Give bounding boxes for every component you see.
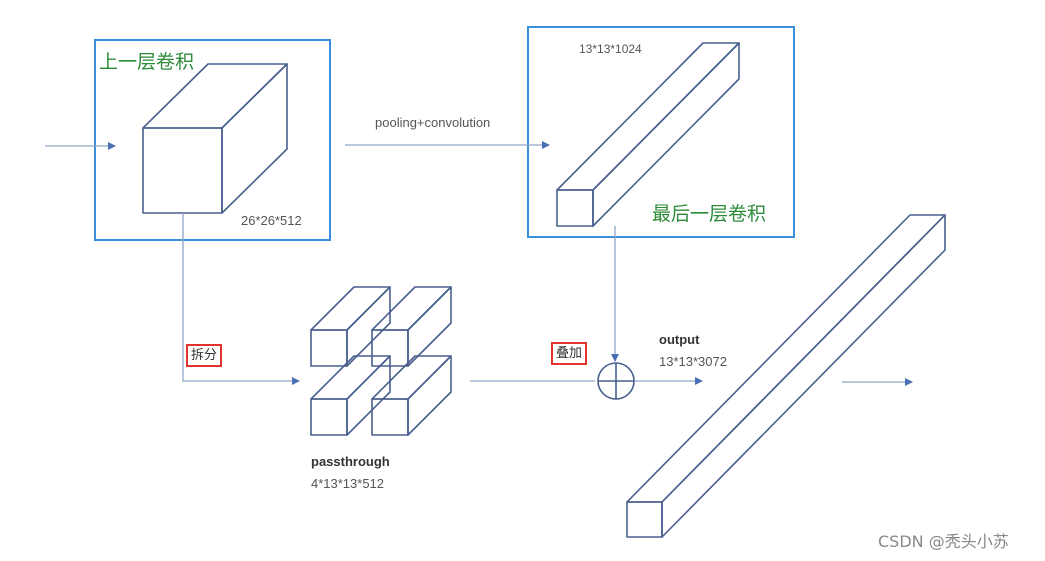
- passthrough-block-tr: [371, 286, 452, 367]
- pool-conv-label: pooling+convolution: [375, 115, 491, 130]
- prev-conv-frame: [94, 39, 331, 241]
- output-title: output: [659, 332, 700, 347]
- output-prism: [626, 214, 946, 538]
- prev-conv-title: 上一层卷积: [99, 51, 195, 73]
- prev-conv-cube: [142, 63, 288, 214]
- split-label: 拆分: [186, 344, 223, 367]
- output-dims: 13*13*3072: [659, 354, 727, 369]
- passthrough-title: passthrough: [311, 454, 390, 469]
- prev-conv-dims: 26*26*512: [241, 213, 302, 228]
- watermark: CSDN @秃头小苏: [878, 532, 1009, 551]
- passthrough-dims: 4*13*13*512: [311, 476, 385, 491]
- last-conv-prism: [556, 42, 740, 227]
- passthrough-block-tl: [310, 286, 391, 367]
- last-conv-dims: 13*13*1024: [579, 42, 642, 56]
- last-conv-frame: [527, 26, 795, 238]
- add-operator-icon: [597, 362, 635, 400]
- passthrough-block-br: [371, 355, 452, 436]
- last-conv-title: 最后一层卷积: [652, 203, 767, 225]
- split-path-arrow: [182, 213, 300, 385]
- stack-label: 叠加: [551, 342, 588, 365]
- passthrough-block-bl: [310, 355, 391, 436]
